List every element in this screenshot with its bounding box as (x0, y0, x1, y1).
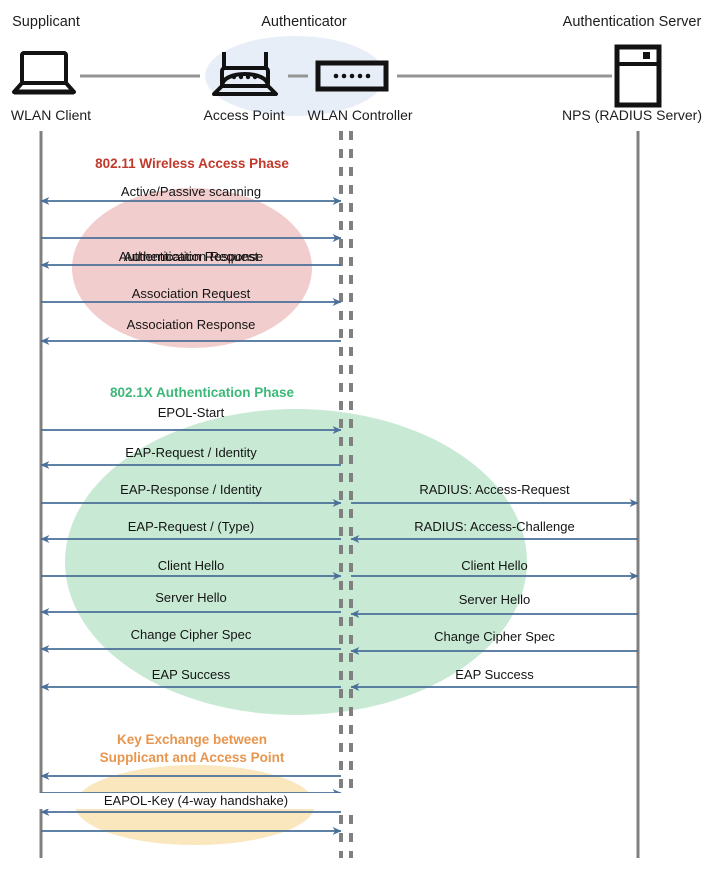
device-label-access-point: Access Point (203, 107, 285, 123)
msg-authentication-response-label: Authentication Response (118, 249, 264, 264)
server-icon (614, 44, 662, 108)
msg-change-cipher-spec-left-label: Change Cipher Spec (130, 627, 252, 642)
access-point-icon (212, 52, 278, 96)
msg-radius-access-request-label: RADIUS: Access-Request (419, 482, 570, 497)
msg-association-response-label: Association Response (126, 317, 256, 332)
phase-key-exchange-label-line-0: Key Exchange between (116, 732, 268, 747)
phase-key-exchange-label-line-1: Supplicant and Access Point (99, 750, 285, 765)
msg-client-hello-left-label: Client Hello (157, 558, 225, 573)
msg-association-request-label: Association Request (131, 286, 251, 301)
phase-802-1x-authentication-ellipse (65, 409, 527, 715)
msg-eap-request-type-label: EAP-Request / (Type) (127, 519, 255, 534)
label-eapol-key-handshake: EAPOL-Key (4-way handshake) (0, 793, 496, 809)
msg-eapol-start-label: EPOL-Start (157, 405, 225, 420)
device-label-wlan-controller: WLAN Controller (307, 107, 413, 123)
device-label-wlan-client: WLAN Client (10, 107, 92, 123)
msg-authentication-request-label: Authentication Request (123, 249, 259, 264)
msg-eap-success-right-label: EAP Success (455, 667, 534, 682)
laptop-icon (12, 51, 76, 95)
phase-802-11-wireless-access-label-line-0: 802.11 Wireless Access Phase (95, 156, 289, 171)
msg-server-hello-right-label: Server Hello (458, 592, 531, 607)
msg-eap-success-left-label: EAP Success (151, 667, 231, 682)
msg-change-cipher-spec-right-label: Change Cipher Spec (434, 629, 555, 644)
msg-server-hello-left-label: Server Hello (155, 590, 227, 605)
msg-eap-response-identity-label: EAP-Response / Identity (120, 482, 262, 497)
msg-radius-access-challenge-label: RADIUS: Access-Challenge (414, 519, 575, 534)
role-title-supplicant: Supplicant (12, 14, 80, 30)
phase-802-1x-authentication-label: 802.1X Authentication Phase (0, 384, 452, 402)
phase-802-1x-authentication-label-line-0: 802.1X Authentication Phase (109, 385, 295, 400)
wlan-controller-icon (315, 60, 389, 92)
msg-eap-request-identity-label: EAP-Request / Identity (125, 445, 257, 460)
role-title-authenticator: Authenticator (261, 14, 347, 30)
msg-client-hello-right-label: Client Hello (461, 558, 528, 573)
device-label-nps-radius-server: NPS (RADIUS Server) (561, 107, 703, 123)
phase-802-11-wireless-access-label: 802.11 Wireless Access Phase (0, 155, 442, 173)
msg-active-passive-scanning-label: Active/Passive scanning (120, 184, 262, 199)
role-title-authentication-server: Authentication Server (562, 14, 702, 30)
phase-802-11-wireless-access-ellipse (72, 188, 312, 348)
